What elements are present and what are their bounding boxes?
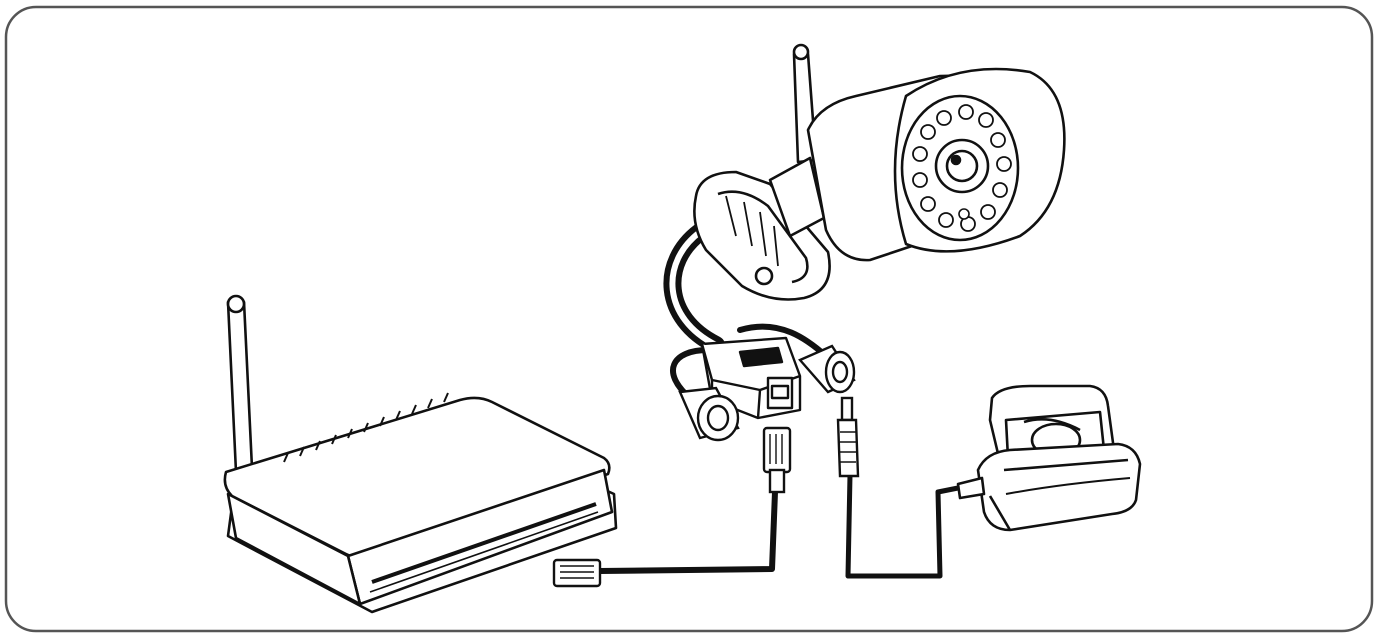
router-led-row: [283, 392, 449, 463]
power-adapter: [956, 384, 1142, 532]
power-cable: [845, 474, 959, 579]
dc-socket-connector-icon: [798, 344, 856, 394]
rj45-plug-router-icon: [552, 558, 602, 588]
rj45-plug-icon: [762, 426, 792, 494]
router: [223, 294, 618, 614]
diagram-frame: [4, 5, 1374, 633]
camera-mount: [693, 170, 831, 301]
dc-plug-icon: [836, 396, 860, 478]
camera-lens-icon: [934, 138, 990, 194]
ir-led-ring: [912, 104, 1012, 232]
video-connector-icon: [678, 386, 740, 442]
camera: [693, 43, 1066, 301]
ethernet-port-icon: [766, 376, 794, 410]
network-cable: [599, 491, 778, 574]
router-antenna-icon: [226, 294, 254, 474]
